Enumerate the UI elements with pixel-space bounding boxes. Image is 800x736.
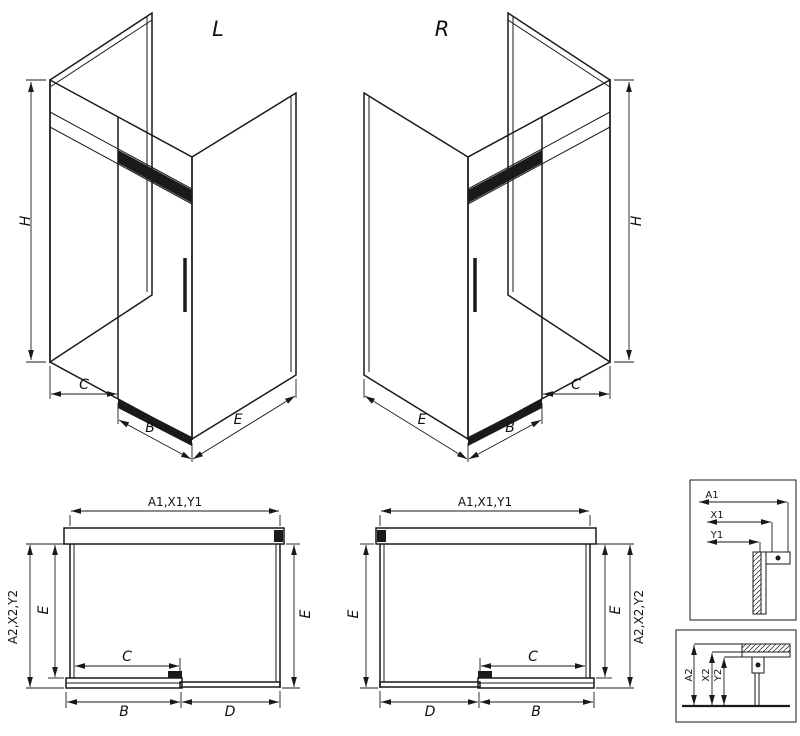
dim-label-x2-detail: X2 (701, 668, 712, 681)
dim-label-e-plan-left-inner: E (36, 605, 52, 614)
dim-label-a2-detail: A2 (684, 668, 695, 681)
dim-label-a1-detail: A1 (705, 490, 718, 501)
dim-label-a2-combined-right: A2,X2,Y2 (632, 590, 646, 644)
detail-top-wall-bracket (765, 551, 791, 565)
dim-label-h-right: H (629, 215, 645, 226)
iso-art-right (364, 13, 634, 462)
detail-top-profile: A1 X1 Y1 (689, 479, 797, 621)
iso-art-left (26, 13, 296, 462)
detail-top-frame (689, 479, 797, 621)
dim-label-c-plan-right: C (528, 649, 538, 665)
dim-label-b-iso-left: B (145, 420, 155, 436)
plan-view-left: A1,X1,Y1 A2,X2,Y2 E E C B D (6, 495, 314, 720)
iso-view-left: L H C B E (18, 13, 296, 462)
dim-label-x1-detail: X1 (710, 510, 723, 521)
dim-label-a1-combined-left: A1,X1,Y1 (148, 495, 202, 509)
dim-label-y2-detail: Y2 (713, 669, 724, 682)
dim-label-e-plan-right-outer: E (346, 609, 362, 618)
detail-top-screw (775, 555, 781, 561)
detail-bottom-screw (755, 662, 761, 668)
dim-label-b-iso-right: B (505, 420, 515, 436)
detail-bottom-wall-bracket (751, 656, 765, 674)
variant-label-right: R (435, 17, 450, 41)
dim-label-c-iso-right: C (571, 377, 581, 393)
dim-label-e-iso-right: E (418, 412, 427, 428)
dim-label-e-iso-left: E (234, 412, 243, 428)
plan-art-left (26, 511, 300, 708)
dim-label-a2-combined-left: A2,X2,Y2 (6, 590, 20, 644)
detail-bottom-wall-section (741, 643, 791, 653)
dim-label-d-plan-left: D (225, 704, 236, 720)
dim-label-b-plan-right: B (531, 704, 541, 720)
variant-label-left: L (212, 17, 224, 41)
dim-label-y1-detail: Y1 (710, 530, 723, 541)
dim-label-e-plan-left-outer: E (298, 609, 314, 618)
plan-art-right (360, 511, 634, 708)
dim-label-d-plan-right: D (425, 704, 436, 720)
dim-label-e-plan-right-inner: E (608, 605, 624, 614)
detail-bottom-profile: A2 X2 Y2 (675, 629, 797, 723)
plan-view-right: A1,X1,Y1 A2,X2,Y2 E E C B D (346, 495, 646, 720)
dim-label-h-left: H (18, 215, 34, 226)
dim-label-b-plan-left: B (119, 704, 129, 720)
dim-label-c-plan-left: C (122, 649, 132, 665)
detail-bottom-frame (675, 629, 797, 723)
detail-top-glass-section (752, 551, 762, 615)
dim-label-a1-combined-right: A1,X1,Y1 (458, 495, 512, 509)
dim-label-c-iso-left: C (79, 377, 89, 393)
iso-view-right: R H C B E (364, 13, 645, 462)
